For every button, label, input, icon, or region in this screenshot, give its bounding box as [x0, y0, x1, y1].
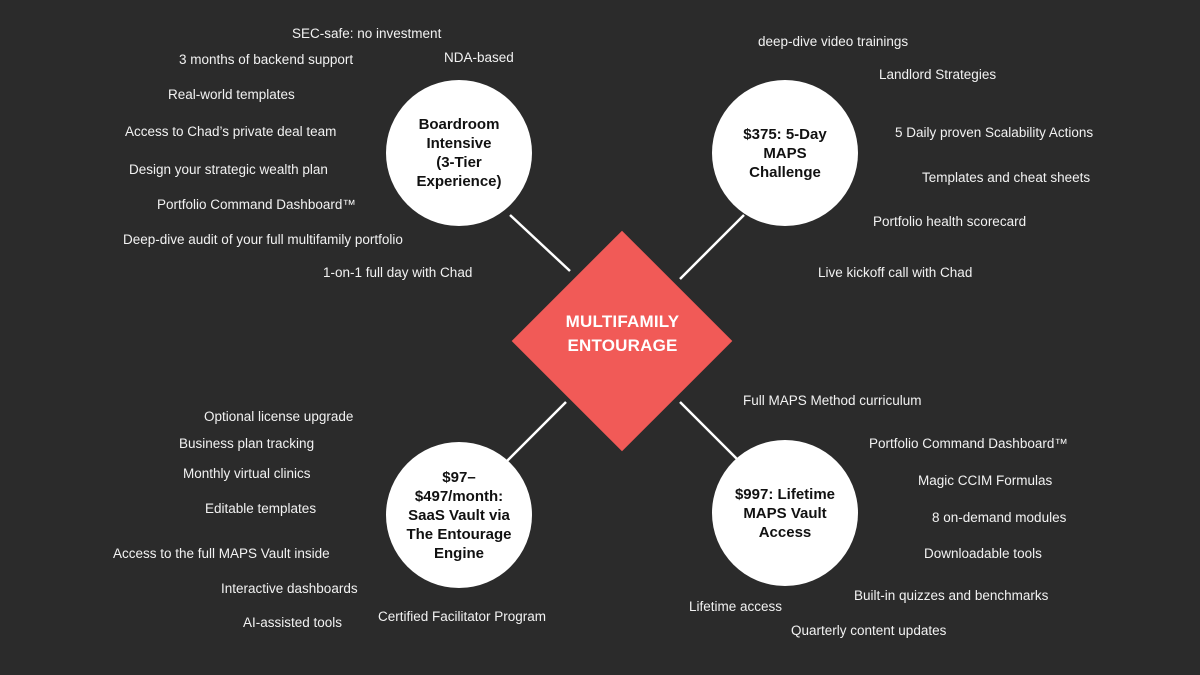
feature-label: Access to the full MAPS Vault inside — [113, 546, 330, 561]
feature-label: Quarterly content updates — [791, 623, 947, 638]
feature-label: SEC-safe: no investment — [292, 26, 442, 41]
feature-label: NDA-based — [444, 50, 514, 65]
feature-label: 8 on-demand modules — [932, 510, 1067, 525]
feature-label: Downloadable tools — [924, 546, 1042, 561]
feature-label: 5 Daily proven Scalability Actions — [895, 125, 1094, 140]
connector-top-left — [509, 214, 571, 272]
feature-label: Optional license upgrade — [204, 409, 354, 424]
feature-label: 3 months of backend support — [179, 52, 354, 67]
node-boardroom-intensive: Boardroom Intensive (3-Tier Experience) — [386, 80, 532, 226]
feature-label: Real-world templates — [168, 87, 295, 102]
feature-label: Full MAPS Method curriculum — [743, 393, 922, 408]
feature-label: Magic CCIM Formulas — [918, 473, 1053, 488]
feature-label: Design your strategic wealth plan — [129, 162, 328, 177]
connector-bottom-right — [679, 401, 739, 461]
connector-top-right — [679, 214, 745, 280]
node-title: Boardroom Intensive (3-Tier Experience) — [416, 116, 502, 190]
feature-label: Built-in quizzes and benchmarks — [854, 588, 1049, 603]
node-title: $997: Lifetime MAPS Vault Access — [734, 485, 836, 541]
feature-label: Business plan tracking — [179, 436, 315, 451]
feature-label: Access to Chad’s private deal team — [125, 124, 337, 139]
feature-label: deep-dive video trainings — [758, 34, 909, 49]
feature-label: Templates and cheat sheets — [922, 170, 1091, 185]
node-saas-vault: $97– $497/month: SaaS Vault via The Ento… — [386, 442, 532, 588]
feature-label: Portfolio Command Dashboard™ — [869, 436, 1068, 451]
node-title: $375: 5-Day MAPS Challenge — [743, 125, 827, 181]
node-5-day-maps-challenge: $375: 5-Day MAPS Challenge — [712, 80, 858, 226]
center-title: MULTIFAMILY ENTOURAGE — [565, 312, 680, 355]
feature-label: AI-assisted tools — [243, 615, 343, 630]
feature-label: Landlord Strategies — [879, 67, 997, 82]
feature-label: Portfolio health scorecard — [873, 214, 1027, 229]
node-lifetime-maps-vault: $997: Lifetime MAPS Vault Access — [712, 440, 858, 586]
feature-label: Monthly virtual clinics — [183, 466, 311, 481]
feature-label: Portfolio Command Dashboard™ — [157, 197, 356, 212]
node-title: $97– $497/month: SaaS Vault via The Ento… — [406, 468, 512, 562]
feature-label: Deep-dive audit of your full multifamily… — [123, 232, 403, 247]
feature-label: Live kickoff call with Chad — [818, 265, 973, 280]
feature-label: Interactive dashboards — [221, 581, 358, 596]
connector-bottom-left — [506, 401, 567, 462]
feature-label: Certified Facilitator Program — [378, 609, 547, 624]
feature-label: Lifetime access — [689, 599, 783, 614]
feature-label: Editable templates — [205, 501, 317, 516]
feature-label: 1-on-1 full day with Chad — [323, 265, 473, 280]
